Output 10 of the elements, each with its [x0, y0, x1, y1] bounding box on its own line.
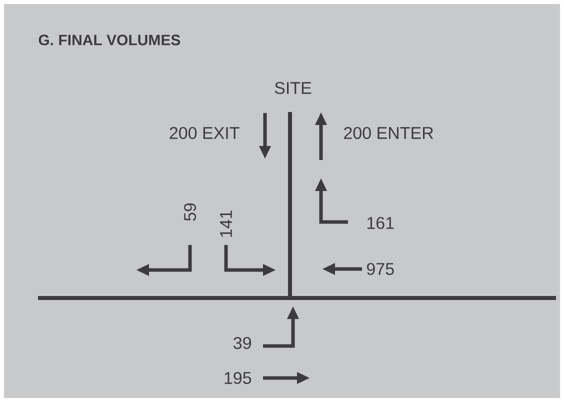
volume-label: 975	[367, 262, 394, 276]
title: G. FINAL VOLUMES	[38, 34, 180, 46]
volume-label: 39	[234, 336, 251, 350]
volume-label: 200 EXIT	[170, 126, 240, 140]
volume-label: 200 ENTER	[344, 126, 434, 140]
volume-label: 161	[368, 216, 394, 230]
site-label: SITE	[274, 82, 312, 94]
volume-label: 59	[184, 203, 196, 221]
volume-label: 141	[220, 210, 232, 237]
volume-label: 195	[224, 372, 252, 384]
